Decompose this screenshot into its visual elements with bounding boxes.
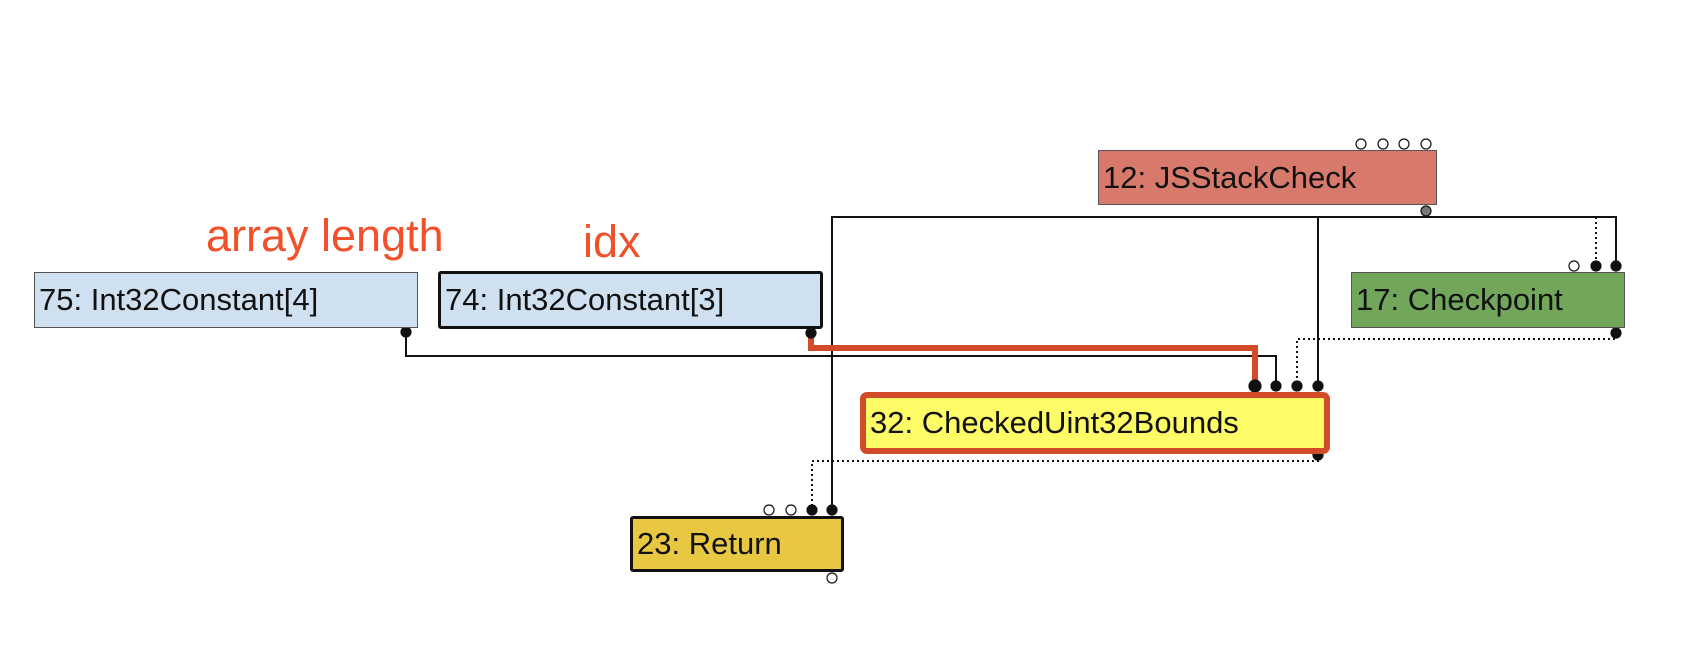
edge-74-to-32-highlight: [808, 332, 1258, 382]
node-74-int32constant[interactable]: 74: Int32Constant[3]: [438, 271, 823, 329]
node-12-jsstackcheck[interactable]: 12: JSStackCheck: [1098, 150, 1437, 205]
node-32-checkeduint32bounds[interactable]: 32: CheckedUint32Bounds: [860, 392, 1330, 454]
edge-32-to-23-dotted: [811, 455, 1319, 511]
node-17-checkpoint[interactable]: 17: Checkpoint: [1351, 272, 1625, 328]
annotation-array-length: array length: [206, 210, 444, 261]
node-75-label: 75: Int32Constant[4]: [39, 282, 319, 317]
node-32-label: 32: CheckedUint32Bounds: [870, 405, 1239, 440]
node-75-int32constant[interactable]: 75: Int32Constant[4]: [34, 272, 418, 328]
node-23-return[interactable]: 23: Return: [630, 516, 844, 572]
node-17-label: 17: Checkpoint: [1356, 282, 1563, 317]
edge-75-to-32: [405, 332, 1277, 386]
ports: [400, 138, 1622, 584]
edge-12-to-17-control: [1425, 210, 1617, 266]
edge-17-to-32-dotted: [1296, 335, 1617, 386]
annotation-idx: idx: [583, 216, 641, 267]
node-23-label: 23: Return: [637, 526, 782, 561]
edge-12-to-23-effect: [831, 216, 1426, 511]
node-12-label: 12: JSStackCheck: [1103, 159, 1357, 195]
node-74-label: 74: Int32Constant[3]: [445, 282, 725, 317]
